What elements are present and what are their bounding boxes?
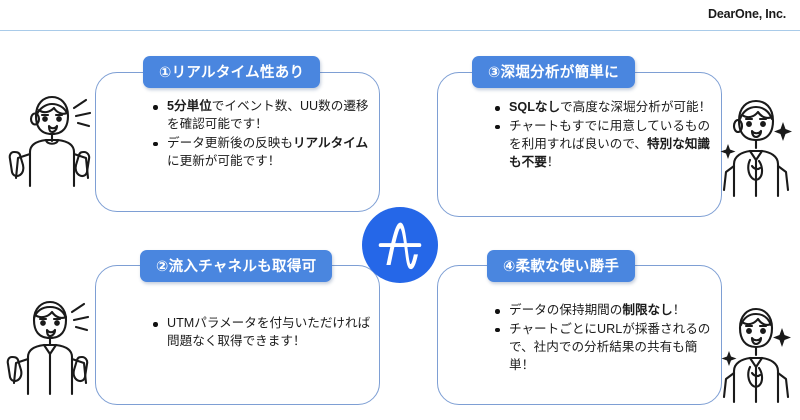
feature-bullets-3: SQLなしで高度な深堀分析が可能！チャートもすでに用意しているものを利用すれば良… (487, 99, 714, 173)
page-header: DearOne, Inc. (0, 0, 800, 31)
bullet-item: データ更新後の反映もリアルタイムに更新が可能です！ (153, 135, 372, 171)
bullet-item: チャートもすでに用意しているものを利用すれば良いので、特別な知識も不要！ (495, 118, 714, 172)
woman-delighted-illustration (720, 99, 792, 198)
bullet-item: チャートごとにURLが採番されるので、社内での分析結果の共有も簡単！ (495, 321, 717, 375)
feature-badge-3: ③深堀分析が簡単に (472, 56, 635, 88)
feature-panel-2 (95, 265, 380, 405)
feature-bullets-4: データの保持期間の制限なし！チャートごとにURLが採番されるので、社内での分析結… (487, 302, 717, 376)
feature-bullets-2: UTMパラメータを付与いただければ問題なく取得できます！ (145, 315, 375, 352)
header-divider (0, 30, 800, 31)
bullet-item: データの保持期間の制限なし！ (495, 302, 717, 320)
bullet-item: UTMパラメータを付与いただければ問題なく取得できます！ (153, 315, 375, 351)
feature-panel-1 (95, 72, 380, 212)
feature-badge-1: ①リアルタイム性あり (143, 56, 321, 88)
feature-badge-2: ②流入チャネルも取得可 (140, 250, 333, 282)
bullet-item: 5分単位でイベント数、UU数の遷移を確認可能です！ (153, 98, 372, 134)
feature-panel-3 (437, 72, 722, 217)
feature-badge-4: ④柔軟な使い勝手 (487, 250, 636, 282)
bullet-item: SQLなしで高度な深堀分析が可能！ (495, 99, 714, 117)
company-brand-label: DearOne, Inc. (708, 7, 786, 21)
feature-panel-4 (437, 265, 722, 405)
man-cheering-illustration (6, 300, 90, 396)
amplitude-logo-icon (362, 207, 438, 283)
man-delighted-illustration (721, 307, 791, 404)
feature-bullets-1: 5分単位でイベント数、UU数の遷移を確認可能です！データ更新後の反映もリアルタイ… (145, 98, 372, 172)
woman-cheering-illustration (8, 95, 92, 188)
